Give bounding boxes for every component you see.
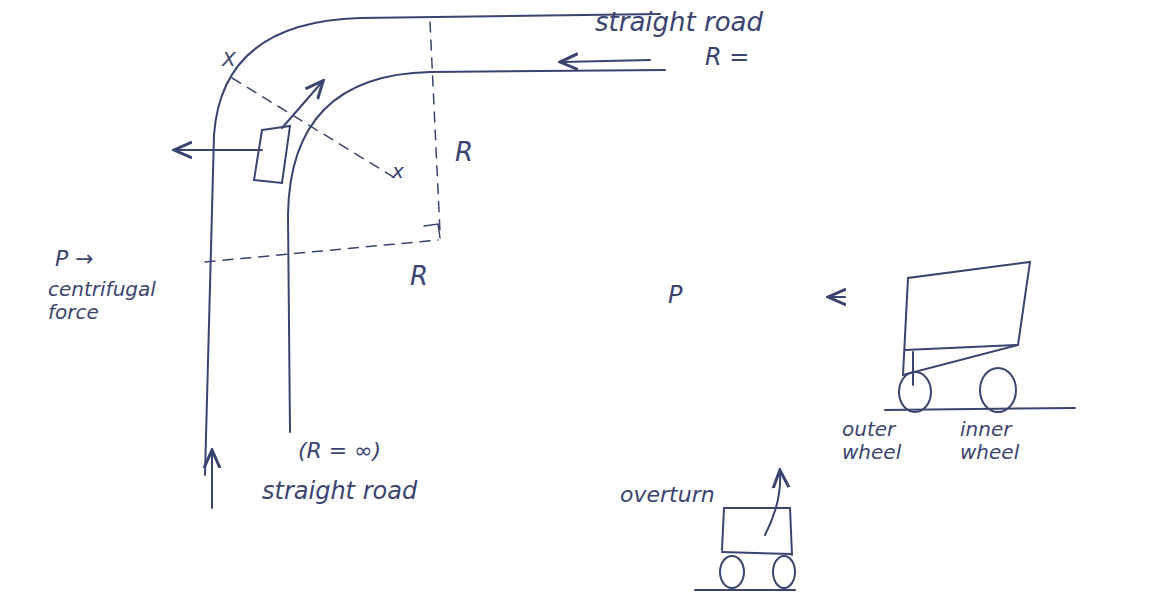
radius-label: R xyxy=(410,262,428,292)
radius-label: R = xyxy=(705,44,749,72)
force-label: centrifugal force xyxy=(48,278,178,324)
road-label: straight road xyxy=(262,478,417,506)
radius-label: R xyxy=(455,138,473,168)
point-mark: X xyxy=(222,48,236,71)
force-symbol: P → xyxy=(55,246,94,271)
radius-label: (R = ∞) xyxy=(298,438,381,463)
wheel-label: outer wheel xyxy=(842,418,932,464)
point-mark: x xyxy=(392,160,404,183)
wheel-label: inner wheel xyxy=(960,418,1050,464)
road-label: straight road xyxy=(595,8,763,38)
force-symbol: P xyxy=(668,282,682,310)
overturn-label: overturn xyxy=(620,482,715,507)
